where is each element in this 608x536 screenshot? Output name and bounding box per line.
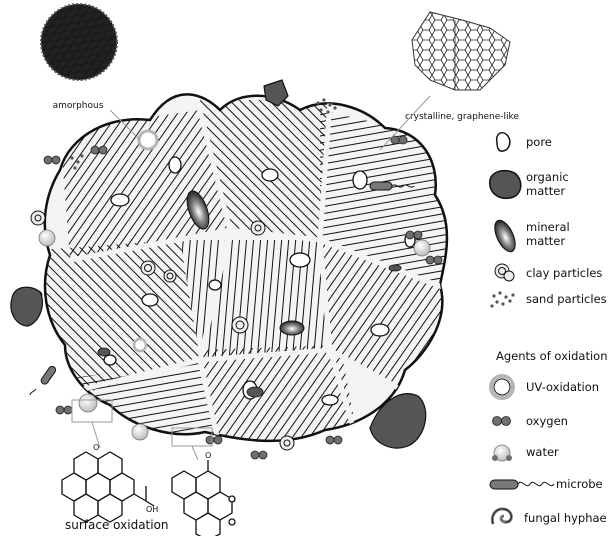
agents-heading: Agents of oxidation: — [496, 349, 608, 363]
organic-matter-attached — [11, 287, 42, 326]
legend-mineral-label-2: matter — [526, 234, 565, 248]
agents-oxygen-label: oxygen — [526, 414, 568, 428]
agents-water-label: water — [526, 445, 559, 459]
molecule-oh: OH O — [62, 443, 158, 522]
legend-mineral-label-1: mineral — [526, 220, 570, 234]
agents-uv-label: UV-oxidation — [526, 380, 599, 394]
amorphous-label: amorphous — [53, 101, 104, 111]
molecule-oxidized: O — [172, 451, 235, 536]
crystalline-inset: crystalline, graphene-like — [380, 12, 519, 150]
mineral-matter-icon — [491, 217, 520, 255]
microbe-icon — [490, 480, 554, 489]
legend-clay-label: clay particles — [526, 266, 602, 280]
keto-oxygen-label: O — [205, 451, 211, 460]
legend-organic-label-1: organic — [526, 170, 569, 184]
agents-microbe-label: microbe — [556, 477, 603, 491]
pore-icon — [497, 133, 510, 151]
agents-legend: Agents of oxidation: UV-oxidation oxygen… — [490, 349, 608, 525]
organic-matter-icon — [490, 171, 521, 199]
fungal-hyphae-icon — [492, 509, 511, 524]
ring-oxygen-label: O — [93, 443, 99, 452]
oxygen-icon — [493, 417, 511, 426]
mineral-matter-inclusion — [280, 321, 304, 335]
legend-sand-label: sand particles — [526, 292, 607, 306]
agents-fungal-label: fungal hyphae — [524, 511, 607, 525]
legend-pore-label: pore — [526, 135, 552, 149]
legend: pore organic matter mineral matter clay … — [490, 133, 607, 308]
clay-particles-icon — [495, 264, 514, 281]
oh-label: OH — [146, 505, 158, 514]
crystalline-label: crystalline, graphene-like — [405, 112, 519, 122]
surface-oxidation-label: surface oxidation — [65, 518, 169, 532]
legend-organic-label-2: matter — [526, 184, 565, 198]
sand-particles-icon — [490, 291, 514, 307]
water-icon — [492, 445, 512, 461]
uv-oxidation-icon — [491, 376, 513, 398]
